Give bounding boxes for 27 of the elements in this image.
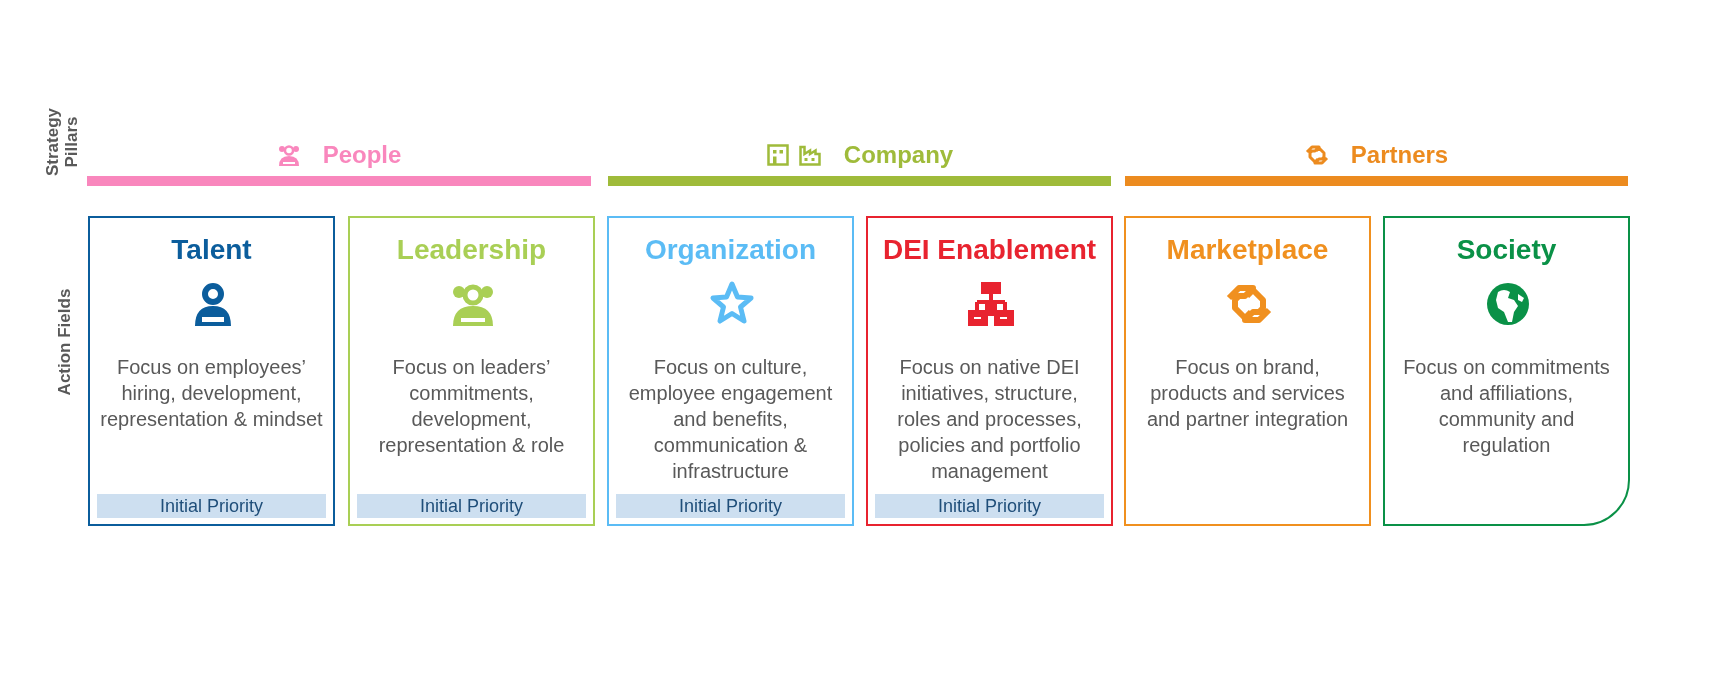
card-description: Focus on brand, products and services and partner integration: [1145, 355, 1350, 432]
card-title: Organization: [644, 234, 817, 266]
card-description: Focus on employees’ hiring, development, representation & mindset: [100, 355, 323, 432]
card-description: Focus on culture, employee engagement and benefits, communication & infrastructure: [627, 355, 834, 484]
action-field-card: [866, 216, 1113, 526]
card-description: Focus on native DEI initiatives, structure, roles and processes, policies and portfolio management: [896, 355, 1083, 484]
card-title: Marketplace: [1166, 234, 1329, 266]
action-field-card: [1124, 216, 1371, 526]
card-title: Talent: [171, 234, 252, 266]
action-field-card: [88, 216, 335, 526]
card-title: Leadership: [396, 234, 547, 266]
priority-label: Initial Priority: [357, 494, 586, 518]
axis-label: Strategy Pillars: [42, 107, 82, 178]
action-field-card: [348, 216, 595, 526]
card-title: DEI Enablement: [882, 234, 1097, 266]
action-field-card: [1383, 216, 1630, 526]
priority-label: Initial Priority: [875, 494, 1104, 518]
axis-label: Action Fields: [53, 287, 75, 398]
priority-label: Initial Priority: [616, 494, 845, 518]
card-title: Society: [1456, 234, 1557, 266]
pillar-title: Company: [843, 141, 954, 169]
card-description: Focus on commitments and affiliations, community and regulation: [1402, 355, 1611, 458]
pillar-title: People: [322, 141, 402, 169]
priority-label: Initial Priority: [97, 494, 326, 518]
action-field-card: [607, 216, 854, 526]
card-description: Focus on leaders’ commitments, development, representation & role: [377, 355, 566, 458]
pillar-title: Partners: [1350, 141, 1449, 169]
